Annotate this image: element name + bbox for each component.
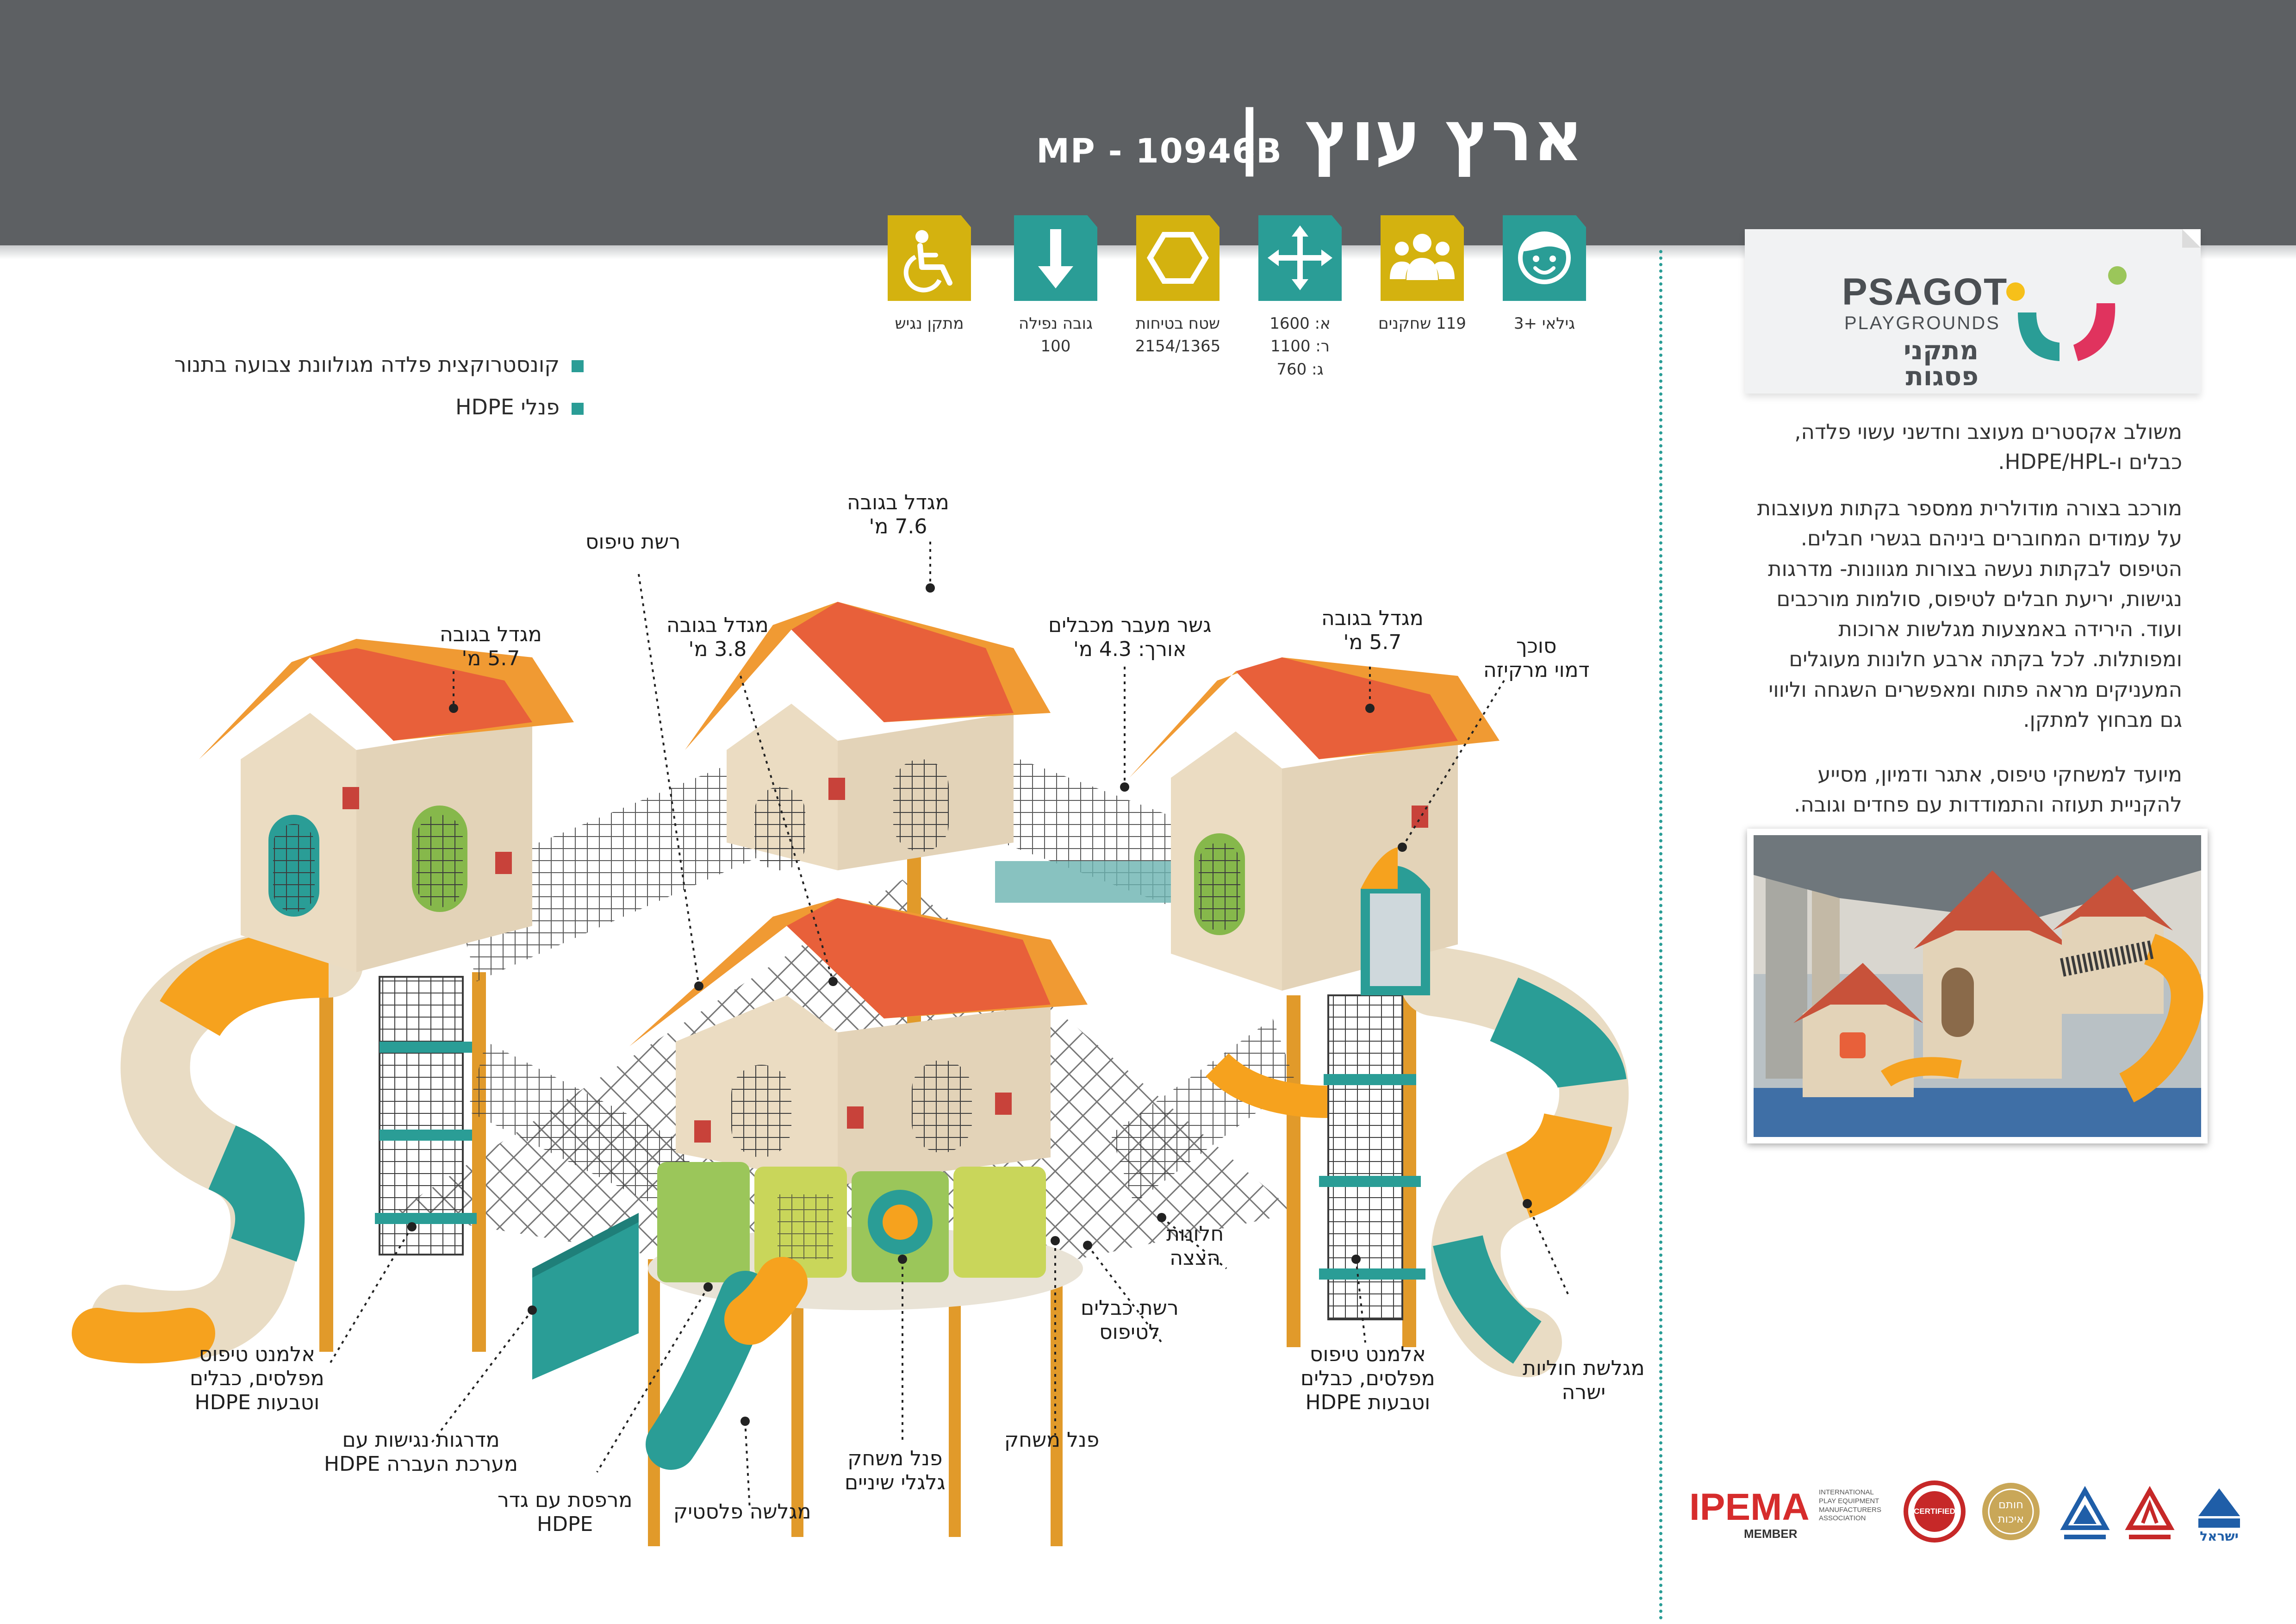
- icon-label-safety-area: שטח בטיחות 2154/1365: [1135, 314, 1221, 356]
- callout-cable-bridge: גשר מעבר מכבלים אורך: 4.3 מ': [1048, 613, 1212, 661]
- playground-illustration: [72, 542, 1629, 1546]
- standards-institute-logo: [2060, 1472, 2110, 1551]
- ipema-association-text: INTERNATIONAL PLAY EQUIPMENT MANUFACTURE…: [1819, 1488, 1882, 1523]
- ipema-member-logo: IPEMA MEMBER INTERNATIONAL PLAY EQUIPMEN…: [1689, 1472, 1884, 1551]
- callout-dots: [407, 583, 1532, 1426]
- product-photo: [1747, 829, 2208, 1143]
- group-icon: [1381, 215, 1464, 301]
- israeli-standard-logo: [2124, 1472, 2175, 1551]
- callout-candy-canopy: סוכך דמוי מרקיזה: [1483, 634, 1590, 682]
- callout-tower-57-right: מגדל בגובה 5.7 מ': [1321, 606, 1424, 654]
- tower-house-left: [199, 639, 574, 972]
- product-title: ארץ עוץ |: [1219, 102, 1584, 171]
- vertical-divider: [1659, 250, 1662, 1620]
- seal-text: חותם איכות: [1997, 1498, 2024, 1526]
- product-name: ארץ עוץ: [1305, 96, 1583, 177]
- callout-tube-slide: מגלשת חוליות ישרה: [1523, 1356, 1645, 1404]
- climb-ladders: [379, 976, 1403, 1320]
- title-separator: |: [1237, 96, 1263, 177]
- callout-play-panel: פנל משחק: [1004, 1428, 1100, 1452]
- header-bar: [0, 0, 2296, 245]
- callout-cable-net: רשת כבלים לטיפוס: [1081, 1296, 1179, 1344]
- ipema-member-text: MEMBER: [1744, 1527, 1798, 1541]
- bullet-hdpe-text: פנלי HDPE: [455, 394, 560, 419]
- climb-platforms: [375, 1042, 1425, 1280]
- made-in-israel-logo: ישראל: [2189, 1472, 2249, 1551]
- tower-house-right: [1129, 657, 1500, 995]
- bullet-steel-text: קונסטרוקצית פלדה מגולוונת צבועה בתנור: [174, 352, 560, 377]
- icon-label-players: 119 שחקנים: [1378, 314, 1466, 333]
- playground-photo: [1754, 835, 2203, 1137]
- hexagon-icon: [1136, 215, 1220, 301]
- move-arrows-icon: [1258, 215, 1342, 301]
- ipema-certified-logo: CERTIFIED: [1902, 1472, 1967, 1551]
- callout-platform-fence: מרפסת עם גדר HDPE: [498, 1488, 633, 1536]
- right-tube-slide: [1400, 947, 1629, 1377]
- support-posts: [319, 833, 1416, 1546]
- model-number: MP - 10946B: [1036, 131, 1282, 170]
- net-tunnels: [449, 750, 1329, 1213]
- callout-tower-76: מגדל בגובה 7.6 מ': [847, 491, 949, 538]
- callout-climb-net-top: רשת טיפוס: [585, 530, 681, 554]
- quality-seal-logo: חותם איכות: [1979, 1472, 2043, 1551]
- callout-access-stairs: מדרגות נגישות עם מערכת העברה HDPE: [324, 1428, 518, 1476]
- icon-label-fall-height: גובה נפילה 100: [1019, 314, 1093, 356]
- bullet-square: [572, 360, 584, 372]
- callout-tower-57-left: מגדל בגובה 5.7 מ': [440, 623, 542, 670]
- icon-label-accessible: מתקן נגיש: [895, 314, 964, 333]
- tower-house-top: [685, 602, 1051, 870]
- callout-gear-panel: פנל משחק גלגלי שיניים: [845, 1447, 946, 1494]
- callout-climb-left: אלמנט טיפוס מפלסים, כבלים וטבעות HDPE: [190, 1343, 324, 1414]
- brand-sub: PLAYGROUNDS: [1844, 313, 2000, 333]
- bullet-steel: קונסטרוקצית פלדה מגולוונת צבועה בתנור: [174, 352, 584, 377]
- israel-text: ישראל: [2200, 1529, 2239, 1544]
- callout-windows: חלונות הצצה: [1166, 1222, 1224, 1270]
- icon-label-dimensions: א: 1600 ר: 1100 ג: 760: [1269, 314, 1331, 379]
- callout-climb-right: אלמנט טיפוס מפלסים, כבלים וטבעות HDPE: [1300, 1343, 1435, 1414]
- brand-logo-card: PSAGOT PLAYGROUNDS מתקני פסגות: [1745, 229, 2201, 394]
- wheelchair-icon: [888, 215, 971, 301]
- callout-lines: [328, 542, 1570, 1510]
- bullet-hdpe: פנלי HDPE: [455, 394, 584, 419]
- brand-hebrew: מתקני פסגות: [1904, 336, 1979, 392]
- certified-text: CERTIFIED: [1914, 1507, 1955, 1516]
- description-purpose: מיועד למשחקי טיפוס, אתגר ודמיון, מסייע ל…: [1794, 762, 2182, 817]
- description-intro: משולב אקסטרים מעוצב וחדשני עשוי פלדה, כב…: [1794, 419, 2182, 475]
- bullet-square: [572, 402, 584, 415]
- front-deck: [648, 1162, 1083, 1310]
- plastic-slide: [646, 1257, 808, 1470]
- callout-plastic-slide: מגלשה פלסטיק: [673, 1500, 811, 1524]
- arrow-down-icon: [1014, 215, 1097, 301]
- callout-tower-38: מגדל בגובה 3.8 מ': [666, 613, 769, 661]
- description-body: מורכב בצורה מודולרית ממספר בקתות מעוצבות…: [1757, 496, 2182, 732]
- child-face-icon: [1503, 215, 1586, 301]
- tower-house-front: [629, 898, 1088, 1185]
- icon-label-age: גילאי +3: [1513, 314, 1575, 333]
- ipema-wordmark: IPEMA: [1689, 1486, 1810, 1528]
- brand-mark-icon: [2006, 266, 2127, 361]
- brand-name: PSAGOT: [1842, 271, 2008, 313]
- access-stairs: [532, 1213, 639, 1380]
- left-tube-slide: [72, 928, 363, 1363]
